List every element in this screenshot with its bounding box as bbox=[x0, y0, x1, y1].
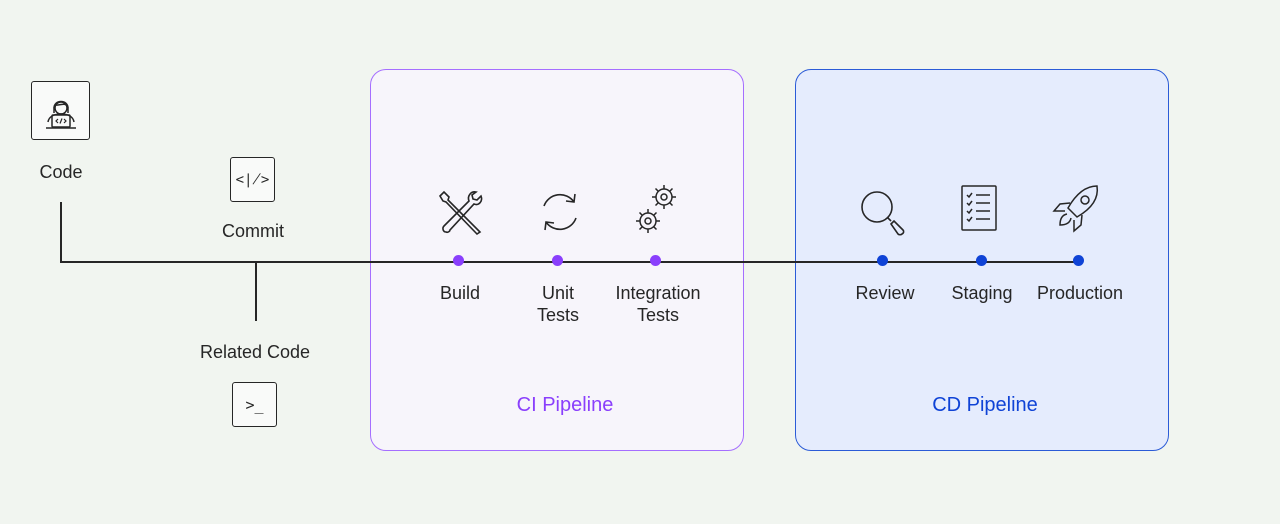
cd-stage-label: Review bbox=[855, 283, 915, 303]
code-label: Code bbox=[39, 162, 83, 182]
rocket-icon bbox=[1052, 185, 1099, 233]
ci-stage-label: Integration Tests bbox=[615, 283, 701, 325]
developer-tile bbox=[31, 81, 90, 140]
refresh-cycle-icon bbox=[543, 193, 577, 231]
terminal-tile: >_ bbox=[232, 382, 277, 427]
terminal-icon: >_ bbox=[245, 395, 264, 414]
pipeline-timeline bbox=[60, 261, 1080, 263]
developer-laptop-icon bbox=[45, 100, 76, 129]
gears-icon bbox=[636, 185, 676, 233]
commit-tile: <∤> bbox=[230, 157, 275, 202]
related-code-connector-line bbox=[255, 261, 257, 321]
cd-pipeline-title: CD Pipeline bbox=[932, 394, 1038, 416]
ci-stage-dot-build bbox=[453, 255, 464, 266]
commit-icon: <∤> bbox=[235, 171, 270, 188]
checklist-icon bbox=[961, 185, 997, 231]
code-connector-line bbox=[60, 202, 62, 262]
ci-stage-dot-unit-tests bbox=[552, 255, 563, 266]
commit-label: Commit bbox=[222, 221, 284, 241]
magnifier-icon bbox=[861, 191, 905, 236]
ci-pipeline-title: CI Pipeline bbox=[516, 394, 614, 416]
cd-stage-label: Staging bbox=[951, 283, 1013, 303]
ci-stage-label: Unit Tests bbox=[536, 283, 579, 325]
ci-stage-label: Build bbox=[439, 283, 481, 303]
cd-stage-dot-staging bbox=[976, 255, 987, 266]
cd-stage-dot-review bbox=[877, 255, 888, 266]
cd-stage-dot-production bbox=[1073, 255, 1084, 266]
related-code-label: Related Code bbox=[199, 342, 311, 362]
wrench-screwdriver-icon bbox=[438, 190, 483, 236]
ci-stage-dot-integration-tests bbox=[650, 255, 661, 266]
cd-stage-label: Production bbox=[1036, 283, 1124, 303]
